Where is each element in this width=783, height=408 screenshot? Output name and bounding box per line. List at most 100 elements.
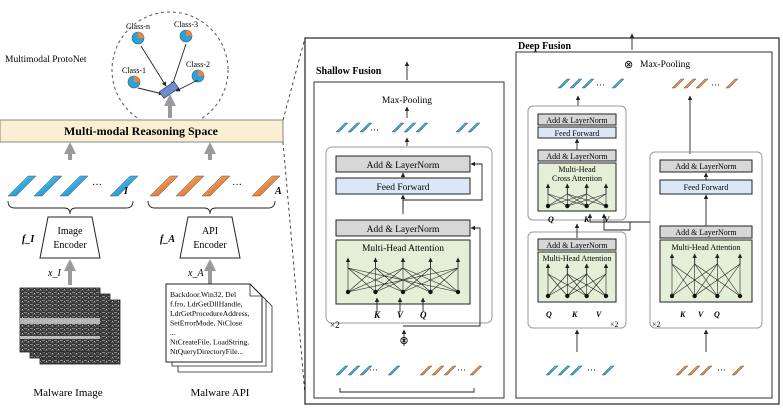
deep-cross-attention-label-1: Multi-Head bbox=[558, 165, 595, 174]
reasoning-space: Multi-modal Reasoning Space bbox=[0, 94, 284, 160]
deep-cross-link-2-1 bbox=[567, 193, 587, 207]
deep-left-link-1-0 bbox=[547, 273, 568, 297]
image-brace bbox=[7, 200, 134, 215]
shallow-v: V bbox=[397, 310, 404, 320]
shallow-top-dots-1: ··· bbox=[370, 125, 379, 135]
protonet-title: Multimodal ProtoNet bbox=[5, 55, 87, 65]
deep-bottom-dots-2: ··· bbox=[717, 365, 726, 375]
deep-right-link-2-1 bbox=[694, 263, 718, 297]
deep-right-repeat: ×2 bbox=[652, 320, 661, 329]
class-node-1: Class-3 bbox=[174, 20, 198, 43]
deep-cross-add-norm-bottom-label: Add & LayerNorm bbox=[546, 152, 608, 161]
api-input-symbol: x_A bbox=[187, 268, 204, 279]
image-encoder-line1: Image bbox=[58, 226, 84, 237]
shallow-bottom-brace bbox=[339, 388, 475, 393]
class-label-3: Class-2 bbox=[186, 60, 210, 69]
query-sample-icon bbox=[158, 81, 180, 99]
deep-title: Deep Fusion bbox=[518, 41, 572, 52]
deep-left-repeat: ×2 bbox=[610, 320, 619, 329]
deep-right-node-2 bbox=[715, 293, 720, 299]
shallow-max-pooling: Max-Pooling bbox=[382, 96, 432, 106]
deep-right-add-norm-top-label: Add & LayerNorm bbox=[675, 162, 737, 171]
shallow-mha-link-2-0 bbox=[347, 267, 404, 293]
deep-right-node-3 bbox=[737, 293, 743, 299]
api-text-line-3: SetErrorMode, NtClose bbox=[170, 319, 243, 328]
api-token-row bbox=[149, 175, 281, 197]
shallow-top-token-7 bbox=[467, 122, 481, 133]
deep-right-node-0 bbox=[669, 293, 675, 299]
image-input-symbol: x_I bbox=[47, 268, 61, 279]
deep-cross-feed-forward bbox=[537, 126, 617, 139]
shallow-top-token-5 bbox=[415, 122, 429, 133]
shallow-top-token-0 bbox=[335, 122, 349, 133]
deep-left-v: V bbox=[596, 310, 602, 319]
shallow-repeat: ×2 bbox=[330, 320, 340, 330]
shallow-bottom-token-1 bbox=[347, 365, 361, 376]
image-token-3 bbox=[109, 175, 139, 197]
malware-api-label: Malware API bbox=[191, 387, 250, 399]
shallow-bottom-token-0 bbox=[335, 365, 349, 376]
api-text-line-0: Backdoor.Win32, Del bbox=[170, 290, 236, 299]
image-encoder-symbol: f_I bbox=[22, 234, 35, 245]
deep-right-node-1 bbox=[692, 293, 697, 299]
deep-cross-node-2 bbox=[584, 203, 589, 209]
deep-right-link-1-0 bbox=[671, 263, 695, 297]
deep-left-add-norm bbox=[537, 238, 617, 251]
shallow-bottom-token-5 bbox=[431, 365, 445, 376]
api-token-2 bbox=[201, 175, 231, 197]
image-token-1 bbox=[33, 175, 63, 197]
deep-cross-add-norm-top bbox=[537, 113, 617, 126]
deep-right-link-3-1 bbox=[694, 263, 741, 297]
deep-cross-feed-forward-label: Feed Forward bbox=[555, 129, 600, 138]
api-encoder: API Encoder f_A x_A bbox=[160, 216, 241, 285]
shallow-bottom-token-4 bbox=[419, 365, 433, 376]
shallow-mha-link-2-1 bbox=[375, 267, 404, 293]
deep-right-q: Q bbox=[714, 310, 720, 319]
deep-bottom-token-2 bbox=[569, 365, 583, 376]
deep-left-node-0 bbox=[545, 293, 551, 299]
shallow-mha-node-2 bbox=[400, 289, 406, 295]
deep-right-feed-forward-label: Feed Forward bbox=[684, 183, 729, 192]
deep-fusion: Deep Fusion ⊗ Max-Pooling ··· ··· Add & … bbox=[515, 33, 773, 399]
deep-bottom-token-3 bbox=[601, 365, 615, 376]
shallow-top-token-6 bbox=[455, 122, 469, 133]
api-token-0 bbox=[149, 175, 179, 197]
deep-top-token-4 bbox=[671, 78, 685, 89]
image-token-dots: ··· bbox=[92, 180, 102, 191]
shallow-top-token-2 bbox=[359, 122, 373, 133]
shallow-mha-link-4-0 bbox=[347, 267, 459, 293]
deep-cross-node-0 bbox=[545, 203, 551, 209]
zoom-line-top bbox=[282, 37, 306, 121]
deep-cross-link-2-0 bbox=[547, 193, 587, 207]
shallow-add-norm-bottom bbox=[335, 219, 471, 237]
deep-left-link-3-2 bbox=[586, 273, 607, 297]
deep-cross-v: V bbox=[604, 215, 610, 224]
deep-top-token-6 bbox=[695, 78, 709, 89]
shallow-bottom-dots-2: ··· bbox=[457, 365, 466, 375]
shallow-block-frame bbox=[325, 146, 493, 324]
deep-cross-link-3-2 bbox=[586, 193, 607, 207]
deep-right-link-2-0 bbox=[671, 263, 718, 297]
deep-left-link-2-0 bbox=[547, 273, 587, 297]
shallow-top-token-1 bbox=[347, 122, 361, 133]
deep-top-token-2 bbox=[581, 78, 595, 89]
deep-right-add-norm-top bbox=[659, 159, 753, 173]
deep-cross-attention-label-2: Cross Attention bbox=[552, 174, 602, 183]
deep-cross-node-1 bbox=[565, 203, 570, 209]
shallow-title: Shallow Fusion bbox=[316, 66, 382, 77]
deep-top-token-7 bbox=[725, 78, 739, 89]
deep-bottom-token-0 bbox=[545, 365, 559, 376]
shallow-add-norm-top-label: Add & LayerNorm bbox=[367, 161, 440, 171]
deep-top-dots-1: ··· bbox=[596, 80, 605, 90]
deep-top-dots-2: ··· bbox=[711, 80, 720, 90]
fusion-panel bbox=[304, 37, 780, 405]
shallow-bottom-token-6 bbox=[443, 365, 457, 376]
shallow-top-token-3 bbox=[391, 122, 405, 133]
deep-left-link-2-1 bbox=[567, 273, 587, 297]
malware-image-label: Malware Image bbox=[33, 387, 102, 399]
shallow-k: K bbox=[373, 310, 381, 320]
shallow-top-token-4 bbox=[403, 122, 417, 133]
shallow-bottom-token-3 bbox=[387, 365, 401, 376]
shallow-add-norm-bottom-label: Add & LayerNorm bbox=[367, 225, 440, 235]
